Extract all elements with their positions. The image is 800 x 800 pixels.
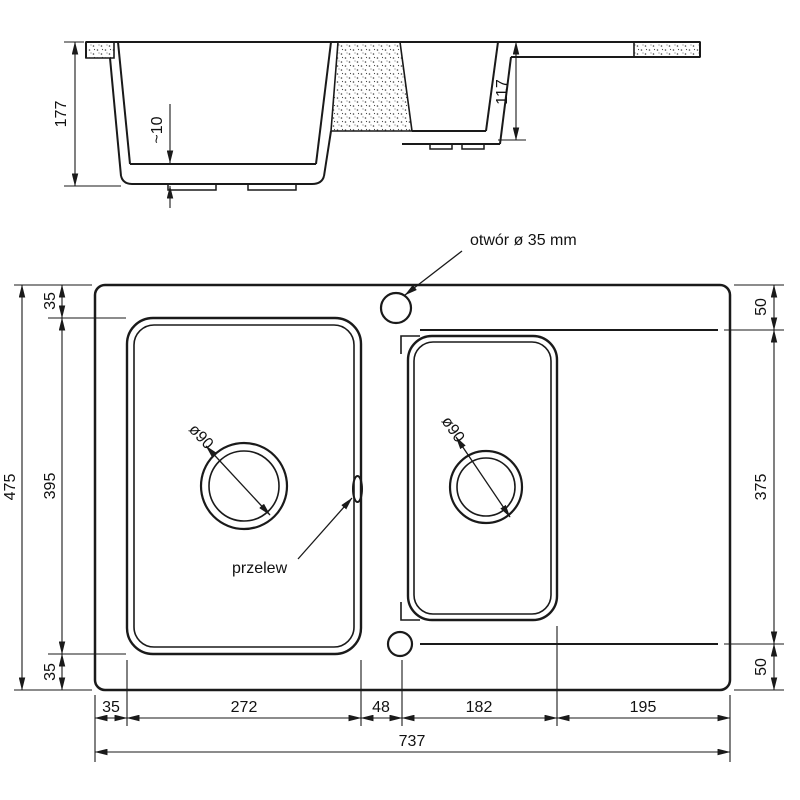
cut-hatch-left [85, 41, 115, 59]
main-bowl-inner-wall-right [315, 41, 332, 165]
main-bowl-drain-recess-right [247, 184, 297, 191]
main-bowl-outer [125, 316, 363, 656]
cut-hatch-right [633, 41, 701, 58]
plan-view-dim-texts: 475 35 395 35 50 375 50 35 272 48 182 19… [2, 292, 770, 750]
cross-section-dimensions [64, 41, 526, 208]
dim-text-right-bottom-margin: 50 [753, 658, 770, 676]
label-small-drain: ø90 [438, 414, 468, 446]
annotations [205, 250, 511, 560]
cut-hatch-divider [330, 41, 413, 132]
main-bowl-outer-wall-left [109, 57, 122, 177]
leader-small-drain [455, 436, 511, 518]
dim-text-right-top-margin: 50 [753, 298, 770, 316]
overflow-slot [352, 475, 363, 503]
dim-text-left-margin: 35 [102, 699, 120, 716]
main-bowl-bottom-outer [120, 175, 325, 185]
dim-text-center-gap: 48 [372, 699, 390, 716]
main-bowl-outer-wall-right [323, 130, 332, 177]
small-bowl-inner [413, 341, 552, 615]
small-bowl-notch-bottom [400, 602, 420, 621]
small-bowl-recess-left [429, 144, 453, 150]
dim-text-small-bowl-depth: 117 [494, 79, 511, 105]
dim-text-main-bowl-length: 395 [42, 473, 59, 500]
dim-text-right-length: 375 [753, 474, 770, 501]
label-overflow: przelew [232, 560, 288, 577]
small-bowl-outer-wall-right [499, 56, 512, 145]
tap-hole [379, 291, 413, 325]
dim-text-total-depth: 177 [53, 101, 70, 128]
dim-text-bottom-slope: ~10 [149, 116, 166, 143]
main-bowl-inner [133, 324, 355, 648]
small-drain-outer [448, 449, 524, 525]
dim-text-drainer-width: 195 [630, 699, 657, 716]
plan-view-dimensions [14, 284, 784, 762]
leader-tap-hole [404, 250, 463, 296]
plan-view [93, 283, 732, 692]
cross-section-view [85, 41, 701, 191]
dim-text-top-margin: 35 [42, 292, 59, 310]
main-bowl-inner-wall-left [117, 41, 131, 165]
small-drain-inner [456, 457, 516, 517]
dim-text-small-bowl-width: 182 [466, 699, 493, 716]
dim-text-overall-height: 475 [2, 474, 19, 501]
label-tap-hole: otwór ø 35 mm [470, 232, 577, 249]
dim-text-bottom-margin: 35 [42, 663, 59, 681]
rear-hole [386, 630, 414, 658]
label-main-drain: ø90 [185, 421, 216, 453]
dim-text-main-bowl-width: 272 [231, 699, 258, 716]
small-bowl-outer [406, 334, 559, 622]
main-drain-outer [199, 441, 289, 531]
cross-section-dim-texts: 177 ~10 117 [53, 79, 511, 143]
small-bowl-notch-top [400, 335, 420, 354]
dim-text-overall-width: 737 [399, 733, 426, 750]
leader-main-drain [205, 445, 271, 516]
small-bowl-inner-wall-right [485, 41, 499, 132]
small-bowl-recess-right [461, 144, 485, 150]
leader-overflow [297, 497, 353, 560]
